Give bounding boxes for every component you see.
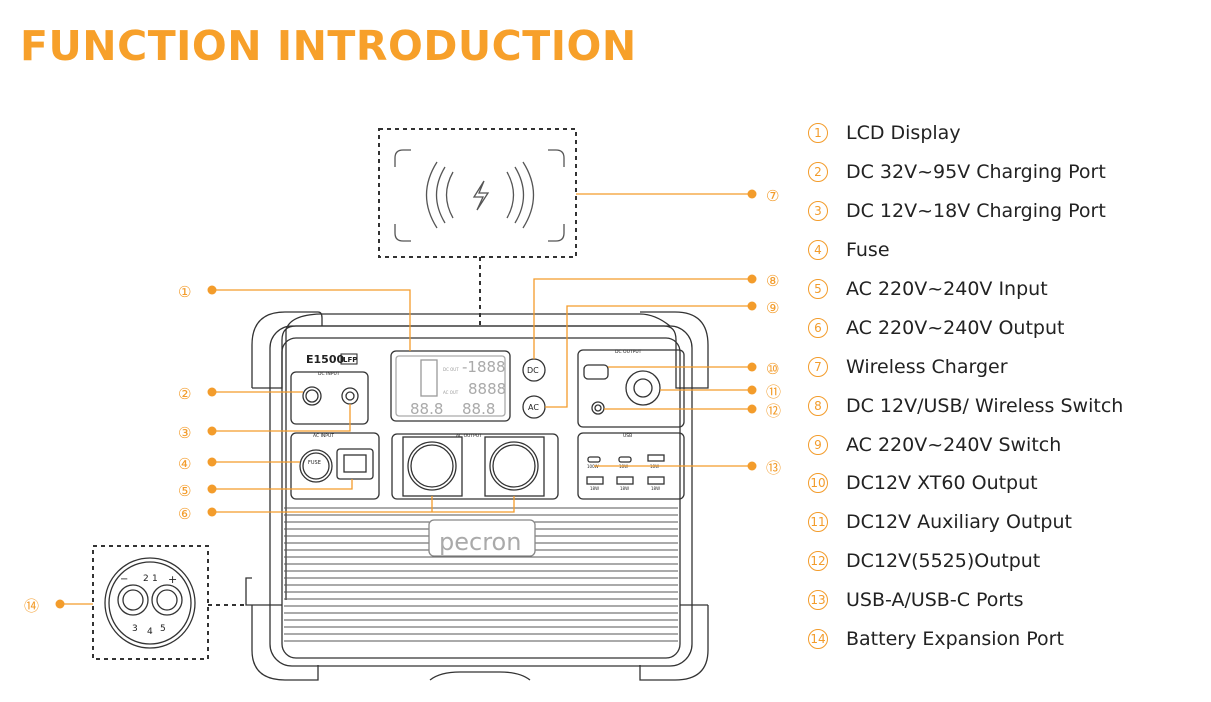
lcd-digits-c: 88.8 [410, 400, 443, 418]
legend-item: 3 DC 12V~18V Charging Port [808, 192, 1123, 231]
callout-number: ⑧ [766, 272, 779, 290]
callout-number: ⑦ [766, 187, 779, 205]
legend-label: DC12V XT60 Output [846, 472, 1038, 495]
legend-item: 13 USB-A/USB-C Ports [808, 581, 1123, 620]
callout-number: ⑫ [766, 402, 781, 420]
legend-item: 12 DC12V(5525)Output [808, 542, 1123, 581]
legend-number-icon: 1 [808, 123, 828, 144]
legend-number-icon: 6 [808, 317, 828, 338]
wireless-charger-box [378, 128, 577, 258]
callout-lines [60, 193, 752, 605]
legend-label: AC 220V~240V Output [846, 316, 1065, 339]
callout-number: ② [178, 385, 191, 403]
legend-label: DC 12V~18V Charging Port [846, 200, 1106, 223]
legend-label: Fuse [846, 239, 890, 262]
dc-switch-button[interactable]: DC [527, 366, 539, 375]
legend-number-icon: 10 [808, 473, 828, 494]
legend-label: DC12V(5525)Output [846, 550, 1041, 573]
ac-switch-button[interactable]: AC [528, 403, 539, 412]
callout-number: ① [178, 283, 191, 301]
legend-label: DC12V Auxiliary Output [846, 511, 1072, 534]
legend-item: 4 Fuse [808, 231, 1123, 270]
svg-text:−: − [120, 574, 128, 585]
callout-number: ⑤ [178, 482, 191, 500]
dc-output-label: DC OUTPUT [615, 349, 642, 355]
legend-number-icon: 3 [808, 201, 828, 222]
pin-label: 1 [152, 574, 158, 584]
legend-label: Battery Expansion Port [846, 628, 1064, 651]
legend-label: DC 12V/USB/ Wireless Switch [846, 394, 1124, 417]
legend-item: 1 LCD Display [808, 114, 1123, 153]
callout-number: ⑩ [766, 360, 779, 378]
callout-number: ⑨ [766, 299, 779, 317]
legend-number-icon: 4 [808, 240, 828, 261]
legend-item: 8 DC 12V/USB/ Wireless Switch [808, 386, 1123, 425]
legend-label: AC 220V~240V Input [846, 278, 1048, 300]
legend-number-icon: 5 [808, 279, 828, 299]
pin-label: 5 [160, 624, 166, 634]
legend-number-icon: 9 [808, 434, 828, 455]
lcd-dc-out: DC OUT [443, 367, 459, 372]
brand-plate [428, 519, 536, 557]
legend-number-icon: 8 [808, 395, 828, 416]
pin-label: 4 [147, 627, 153, 637]
callout-number: ⑭ [24, 597, 39, 615]
legend-number-icon: 7 [808, 356, 828, 377]
legend-number-icon: 12 [808, 551, 828, 572]
brand-logo: pecron [439, 528, 521, 556]
usb-port-label: 18W [620, 486, 629, 491]
callout-number: ⑥ [178, 505, 191, 523]
legend-item: 14 Battery Expansion Port [808, 620, 1123, 659]
legend-item: 2 DC 32V~95V Charging Port [808, 153, 1123, 192]
lcd-ac-out: AC OUT [443, 390, 459, 395]
legend-label: AC 220V~240V Switch [846, 433, 1062, 456]
battery-type: LFP [343, 356, 357, 364]
lcd-display [390, 350, 511, 422]
usb-port-label: 18W [590, 486, 599, 491]
lcd-digits-b: 8888 [468, 380, 506, 398]
callout-number: ⑬ [766, 459, 781, 477]
legend-item: 6 AC 220V~240V Output [808, 308, 1123, 347]
legend-number-icon: 14 [808, 629, 828, 650]
device-body [285, 313, 671, 600]
legend-item: 9 AC 220V~240V Switch [808, 425, 1123, 464]
legend-label: DC 32V~95V Charging Port [846, 161, 1106, 184]
legend-label: LCD Display [846, 122, 961, 145]
dc-input-label: DC INPUT [318, 371, 340, 377]
usb-port-label: 100W [587, 464, 599, 469]
legend-item: 7 Wireless Charger [808, 347, 1123, 386]
legend-number-icon: 13 [808, 590, 828, 611]
legend-item: 5 AC 220V~240V Input [808, 270, 1123, 309]
fuse-label: FUSE [308, 460, 321, 466]
legend-number-icon: 2 [808, 162, 828, 183]
pin-label: 2 [143, 574, 149, 584]
lcd-digits-a: -1888 [462, 358, 506, 376]
usb-port-label: 18W [651, 486, 660, 491]
legend-item: 10 DC12V XT60 Output [808, 464, 1123, 503]
legend-item: 11 DC12V Auxiliary Output [808, 503, 1123, 542]
wireless-charging-icon [425, 161, 535, 229]
usb-label: USB [623, 433, 632, 439]
legend-label: Wireless Charger [846, 355, 1008, 378]
page-title: FUNCTION INTRODUCTION [20, 22, 637, 70]
lcd-digits-d: 88.8 [462, 400, 495, 418]
legend-label: USB-A/USB-C Ports [846, 589, 1024, 612]
pin-label: 3 [132, 624, 138, 634]
callout-number: ③ [178, 424, 191, 442]
callout-dots [55, 189, 757, 609]
callout-number: ⑪ [766, 383, 781, 401]
callout-number: ④ [178, 455, 191, 473]
expansion-port-box [92, 545, 209, 660]
legend-number-icon: 11 [808, 512, 828, 533]
svg-text:+: + [168, 573, 177, 586]
model-name: E1500 [306, 353, 344, 366]
ac-input-label: AC INPUT [313, 433, 334, 439]
ac-output-label: AC OUTPUT [456, 433, 482, 439]
